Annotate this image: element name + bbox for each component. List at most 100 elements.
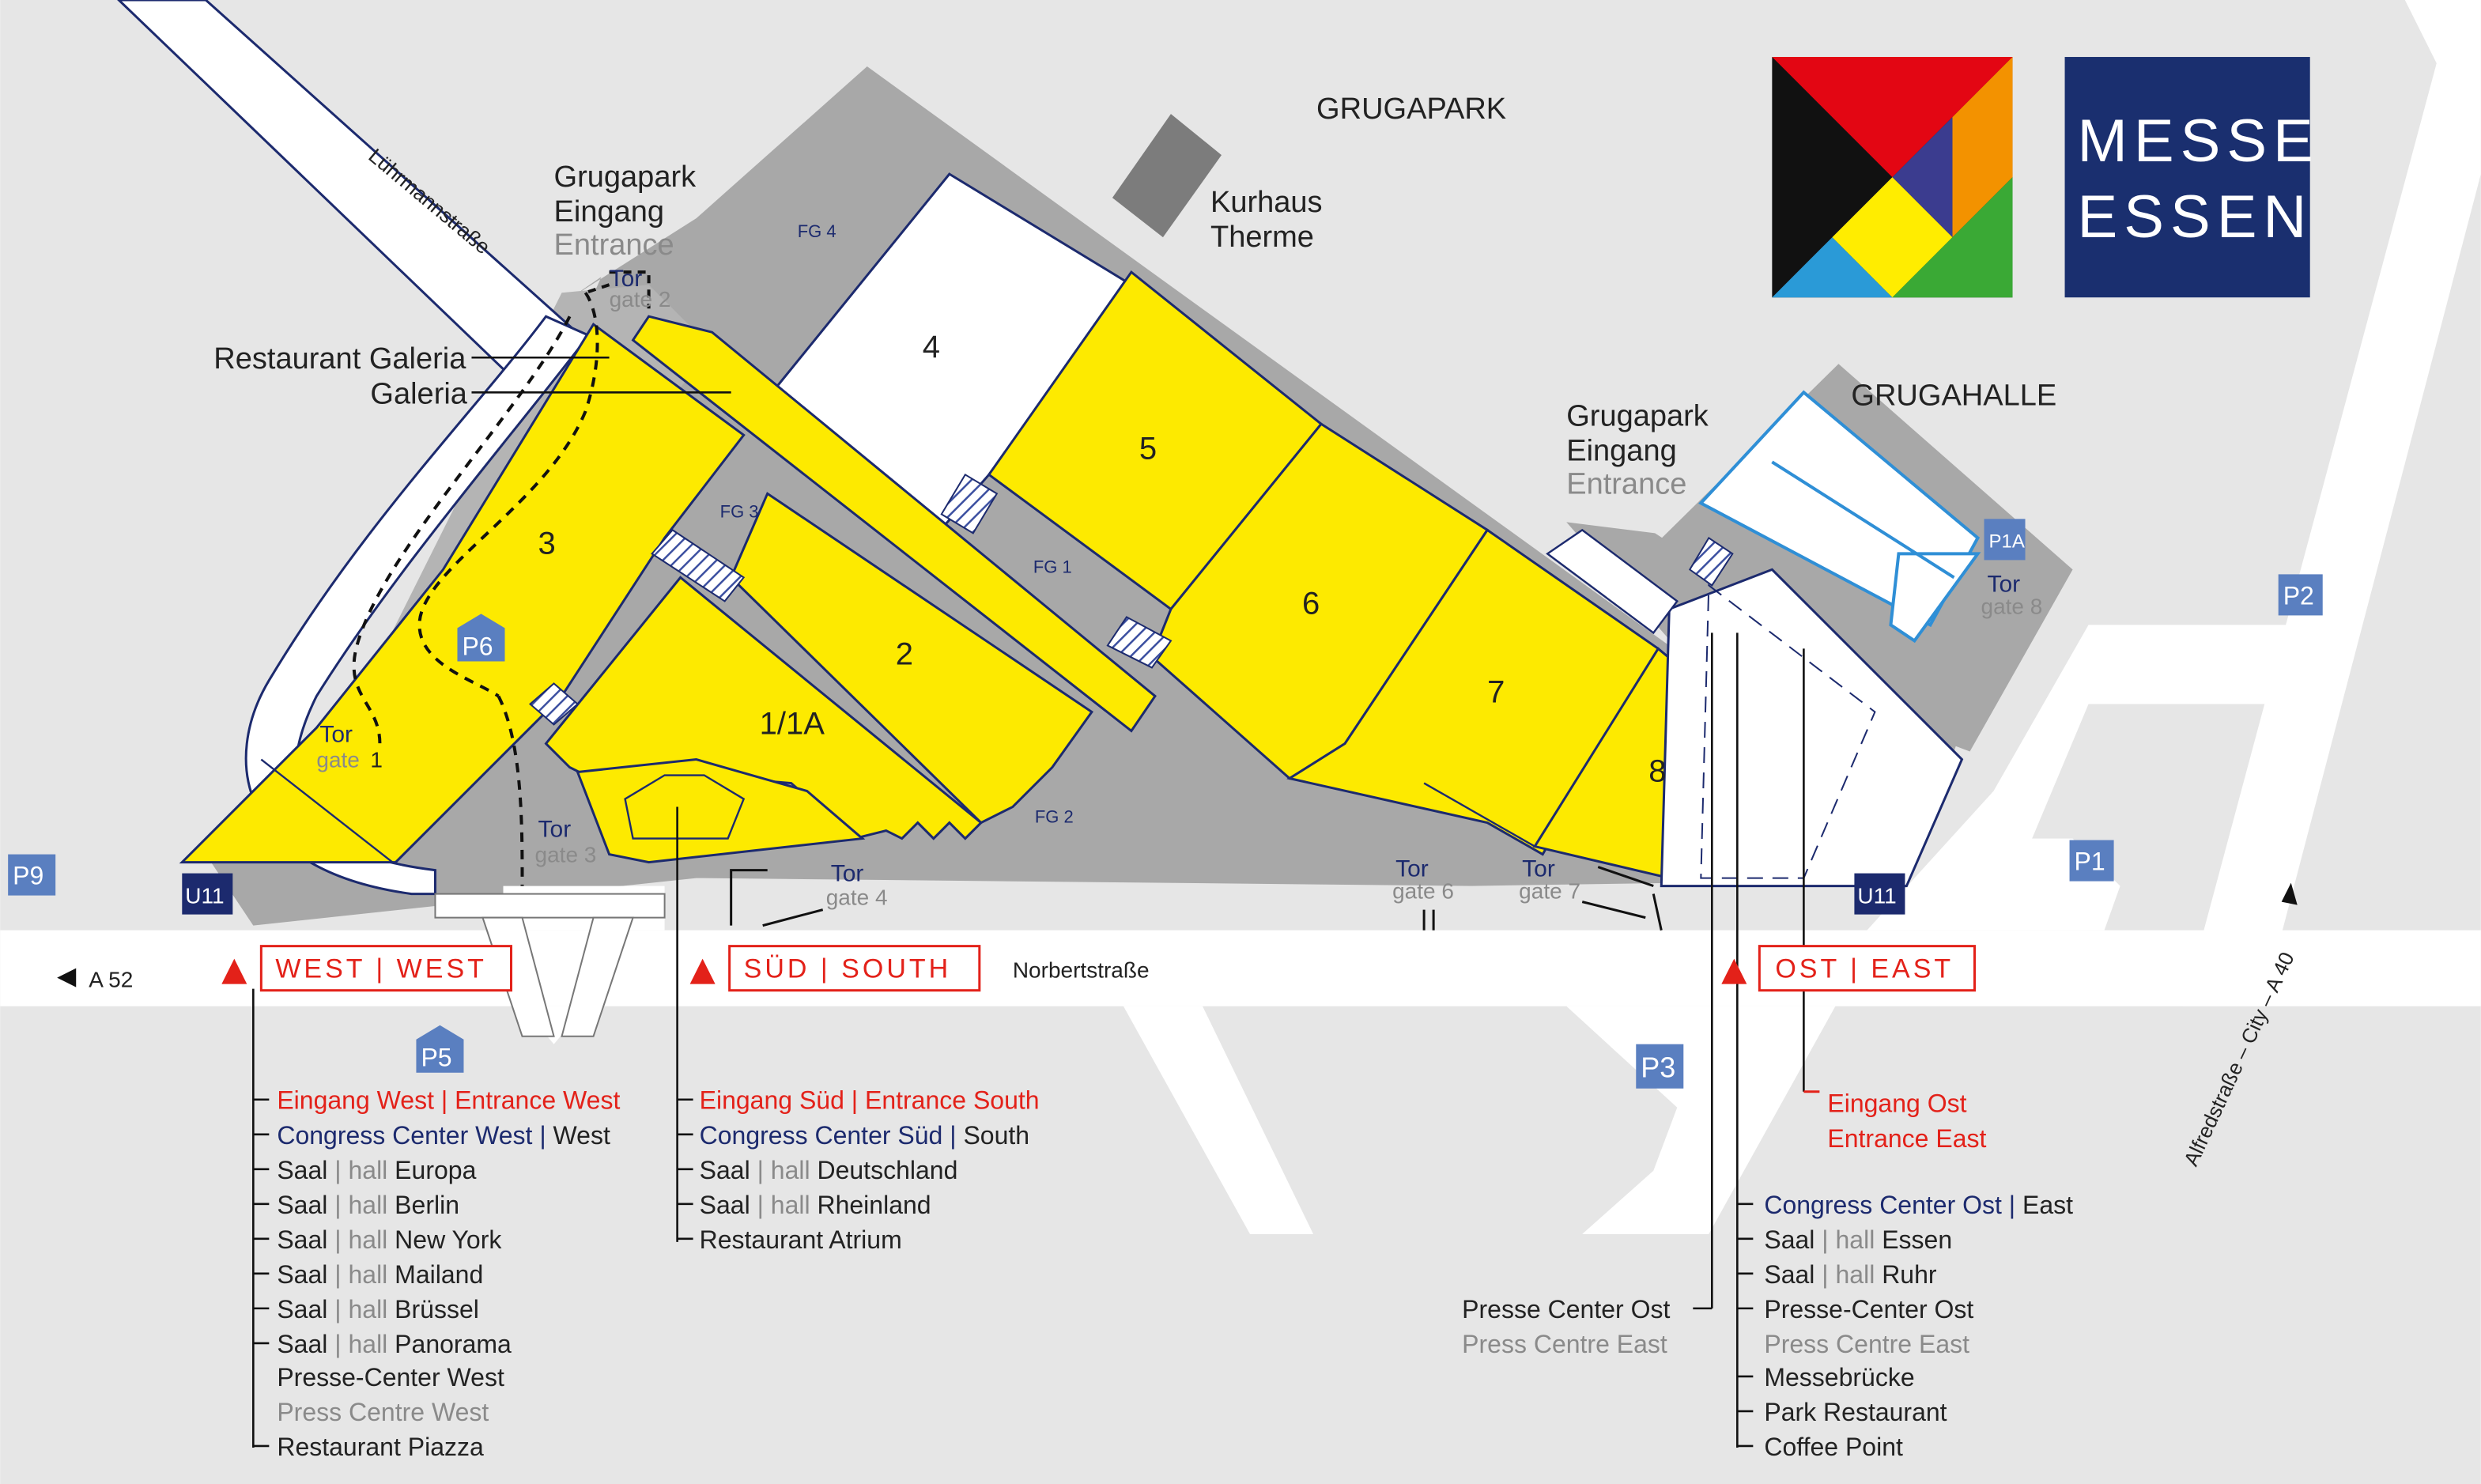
east-list-item: Park Restaurant	[1764, 1398, 1947, 1426]
hall-de: Saal	[277, 1260, 327, 1289]
hall-en: hall	[348, 1225, 387, 1254]
hall-en: hall	[771, 1156, 810, 1184]
south-congress-de: Congress Center Süd	[700, 1121, 943, 1150]
gate1-en: gate	[316, 748, 360, 772]
south-hall-row: Saal | hall Rheinland	[700, 1191, 931, 1219]
south-entrance-box[interactable]	[728, 945, 981, 992]
hall-5-label: 5	[1139, 431, 1157, 466]
entrance-top-line1: Grugapark	[554, 160, 697, 194]
west-presse-de: Presse-Center West	[277, 1363, 504, 1391]
south-entrance-marker	[689, 958, 716, 984]
gate7-de: Tor	[1522, 856, 1555, 882]
p9-label: P9	[13, 862, 43, 890]
hall-3-label: 3	[538, 526, 556, 561]
gate4-en: gate 4	[826, 885, 888, 910]
hall-sep: |	[750, 1156, 771, 1184]
west-hall-row: Saal | hall Berlin	[277, 1191, 459, 1219]
hall-de: Saal	[1764, 1225, 1814, 1254]
hatch-fg4	[940, 473, 999, 534]
hall-name: Ruhr	[1875, 1260, 1937, 1289]
hall-sep: |	[1814, 1260, 1835, 1289]
west-congress-en: West	[553, 1121, 610, 1150]
south-congress-line: Congress Center Süd | South	[700, 1121, 1029, 1150]
ramp-right	[561, 916, 634, 1037]
east-congress-en: East	[2022, 1191, 2073, 1219]
hall-en: hall	[348, 1191, 387, 1219]
gate6-en: gate 6	[1392, 879, 1454, 904]
hall-en: hall	[1835, 1225, 1875, 1254]
entrance-right-line3: Entrance	[1566, 467, 1686, 500]
east-presse-de: Presse-Center Ost	[1764, 1295, 1973, 1324]
hall-de: Saal	[277, 1330, 327, 1358]
p3-label: P3	[1641, 1052, 1675, 1084]
gate2-en: gate 2	[610, 287, 671, 312]
east-hall-row: Saal | hall Essen	[1764, 1225, 1952, 1254]
hall-de: Saal	[700, 1191, 750, 1219]
p2-label: P2	[2283, 581, 2314, 610]
entrance-right-line1: Grugapark	[1566, 399, 1709, 432]
hall-8-label: 8	[1648, 754, 1666, 789]
gate4-marker	[730, 869, 768, 926]
west-hall-row: Saal | hall New York	[277, 1225, 502, 1254]
gate7-en: gate 7	[1519, 879, 1580, 904]
hall-6-label: 6	[1302, 586, 1320, 621]
hall-4-label: 4	[923, 330, 940, 364]
messe-logo-box	[2064, 57, 2310, 298]
hall-3-divider	[260, 758, 394, 863]
west-bridge	[434, 893, 666, 919]
west-entrance-line: Eingang West | Entrance West	[277, 1086, 620, 1115]
west-hall-row: Saal | hall Mailand	[277, 1260, 483, 1289]
hall-en: hall	[348, 1260, 387, 1289]
hall-sep: |	[750, 1191, 771, 1219]
west-congress-sep: |	[532, 1121, 553, 1150]
south-congress-sep: |	[942, 1121, 963, 1150]
east-congress-line: Congress Center Ost | East	[1764, 1191, 2073, 1219]
hall-de: Saal	[277, 1191, 327, 1219]
hall-7-divider	[1423, 782, 1535, 848]
hall-name: Essen	[1875, 1225, 1952, 1254]
hall-de: Saal	[277, 1225, 327, 1254]
hall-sep: |	[1814, 1225, 1835, 1254]
east-list-item: Coffee Point	[1764, 1433, 1903, 1461]
east-entrance-line2: Entrance East	[1827, 1124, 1986, 1153]
hall-1-label: 1/1A	[760, 706, 825, 741]
p5-label: P5	[421, 1044, 451, 1072]
fg1-label: FG 1	[1033, 557, 1072, 576]
south-list-ticks	[677, 1098, 693, 1240]
gate4-arrow	[762, 908, 824, 927]
entrance-right-line2: Eingang	[1566, 434, 1677, 467]
hall-en: hall	[348, 1295, 387, 1324]
east-list-ticks	[1737, 1203, 1754, 1448]
west-entrance-box[interactable]	[259, 945, 513, 992]
messe-logo-mark	[1772, 57, 2013, 298]
a40-arrow-icon	[2281, 882, 2298, 905]
gate1-num: 1	[370, 748, 383, 772]
hall-de: Saal	[1764, 1260, 1814, 1289]
west-entrance-label: WEST | WEST	[275, 954, 487, 984]
hall-name: Berlin	[387, 1191, 459, 1219]
east-passage	[1546, 528, 1679, 635]
east-entrance-box[interactable]	[1758, 945, 1976, 992]
south-hall-row: Saal | hall Deutschland	[700, 1156, 958, 1184]
hall-2-label: 2	[896, 636, 913, 671]
hall-7-label: 7	[1487, 674, 1505, 709]
hall-3[interactable]	[179, 323, 746, 864]
east-hall-row: Saal | hall Ruhr	[1764, 1260, 1937, 1289]
west-entrance-marker	[221, 958, 247, 984]
east-congress-de: Congress Center Ost	[1764, 1191, 2002, 1219]
logo-line1: MESSE	[2078, 108, 2320, 175]
west-hall-row: Saal | hall Brüssel	[277, 1295, 479, 1324]
gate1-de: Tor	[319, 722, 353, 748]
south-entrance-line: Eingang Süd | Entrance South	[700, 1086, 1040, 1115]
galeria-label: Galeria	[370, 377, 467, 410]
galeria-hall[interactable]	[631, 315, 1157, 733]
south-congress-en: South	[963, 1121, 1029, 1150]
east-presse-en: Press Centre East	[1764, 1330, 1969, 1358]
hall-en: hall	[1835, 1260, 1875, 1289]
walkway-path-2	[352, 315, 572, 744]
grugahalle-label: GRUGAHALLE	[1851, 379, 2056, 412]
west-congress-de: Congress Center West	[277, 1121, 532, 1150]
